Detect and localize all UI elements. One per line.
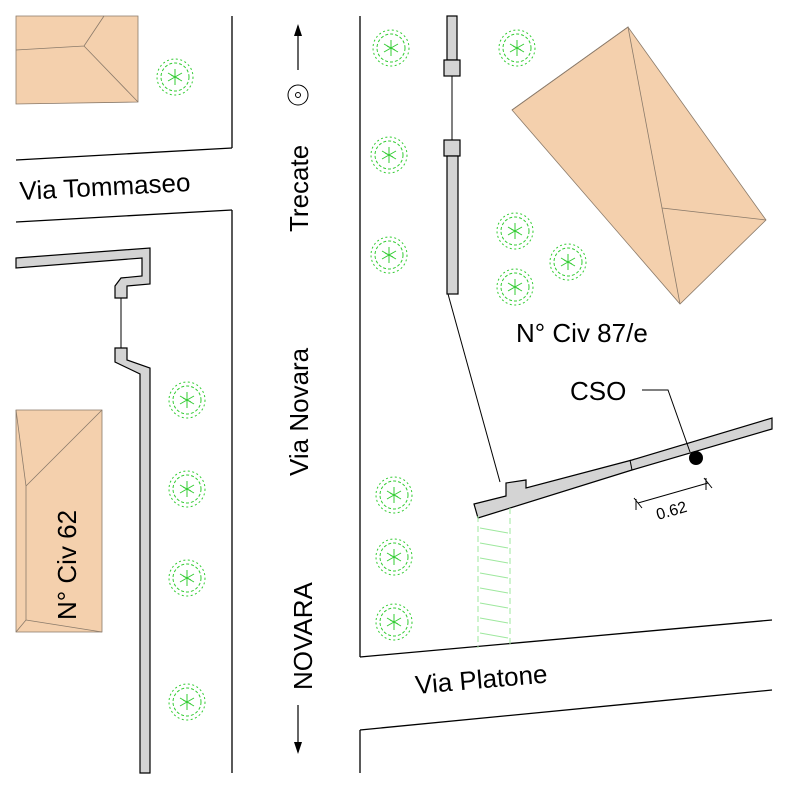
building-top-left (15, 15, 139, 105)
tree-icon (370, 136, 408, 174)
civ-62-label: N° Civ 62 (52, 510, 82, 620)
tree-icon (168, 470, 206, 508)
tree-icon (549, 243, 587, 281)
via-tommaseo-label: Via Tommaseo (19, 167, 191, 206)
via-novara-label: Via Novara (284, 347, 314, 476)
tree-icon (156, 58, 194, 96)
building-civ-62 (15, 409, 103, 633)
via-tommaseo-south-edge (15, 209, 233, 223)
tree-icon (375, 603, 413, 641)
tree-icon (168, 683, 206, 721)
cso-wall (447, 293, 773, 519)
trecate-label: Trecate (284, 145, 314, 232)
west-wall (15, 247, 151, 774)
tree-icon (496, 212, 534, 250)
civ-87e-label: N° Civ 87/e (516, 318, 648, 348)
tree-icon (168, 381, 206, 419)
tree-icon (375, 538, 413, 576)
hatched-crossing (477, 508, 511, 648)
via-platone-south-edge (359, 689, 773, 731)
tree-icon (498, 29, 536, 67)
cso-callout (642, 389, 703, 465)
road-network (15, 16, 773, 773)
building-civ-87e (511, 26, 767, 305)
cso-label: CSO (570, 376, 626, 406)
dimension-line (633, 477, 713, 510)
tree-icon (372, 29, 410, 67)
target-marker-icon (287, 84, 309, 106)
trees (156, 29, 587, 721)
dimension-label: 0.62 (654, 499, 689, 524)
tree-icon (496, 268, 534, 306)
arrow-down-icon (294, 705, 302, 754)
via-tommaseo-north-edge (15, 147, 233, 161)
novara-label: NOVARA (288, 581, 318, 690)
tree-icon (375, 476, 413, 514)
cso-point-icon (689, 451, 703, 465)
tree-icon (370, 236, 408, 274)
tree-icon (168, 559, 206, 597)
arrow-up-icon (294, 24, 302, 70)
east-wall (443, 15, 461, 295)
via-platone-north-edge (359, 619, 773, 658)
via-platone-label: Via Platone (414, 659, 549, 700)
